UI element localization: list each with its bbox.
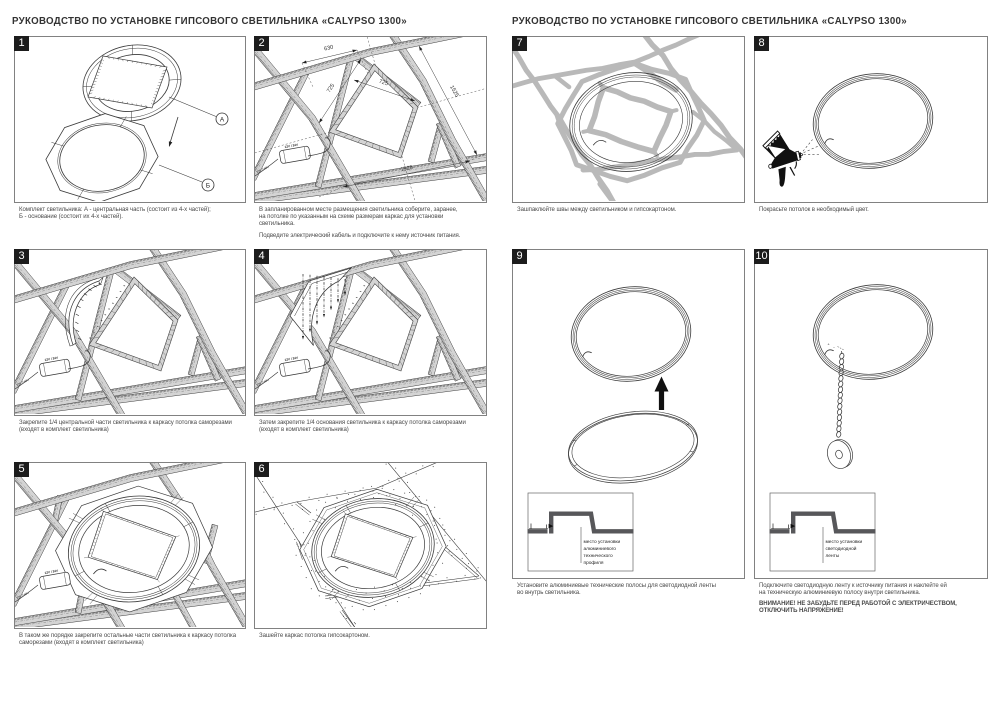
svg-text:место установки: место установки	[584, 540, 621, 545]
svg-text:725: 725	[378, 79, 389, 88]
svg-text:-: -	[833, 345, 835, 350]
svg-text:алюминиевого: алюминиевого	[584, 547, 617, 552]
svg-text:220-240V: 220-240V	[16, 591, 31, 601]
svg-text:место установки: место установки	[826, 540, 863, 545]
svg-text:Б: Б	[206, 182, 210, 189]
svg-text:светодиодной: светодиодной	[826, 545, 857, 552]
svg-text:630: 630	[324, 45, 334, 53]
svg-text:725: 725	[326, 83, 336, 94]
svg-text:ленты: ленты	[826, 554, 840, 559]
svg-text:12V / 24V: 12V / 24V	[44, 568, 59, 574]
svg-text:профиля: профиля	[584, 560, 604, 566]
svg-text:220-240V: 220-240V	[256, 165, 271, 175]
svg-text:12V / 24V: 12V / 24V	[284, 355, 299, 361]
svg-text:220-240V: 220-240V	[16, 378, 31, 388]
svg-text:1525: 1525	[448, 85, 459, 99]
svg-text:12V / 24V: 12V / 24V	[284, 142, 299, 148]
svg-text:1525: 1525	[400, 165, 413, 173]
svg-text:12V / 24V: 12V / 24V	[44, 355, 59, 361]
svg-text:+: +	[827, 342, 830, 347]
svg-text:А: А	[220, 116, 225, 123]
svg-text:220-240V: 220-240V	[256, 378, 271, 388]
svg-text:технического: технического	[584, 554, 613, 559]
